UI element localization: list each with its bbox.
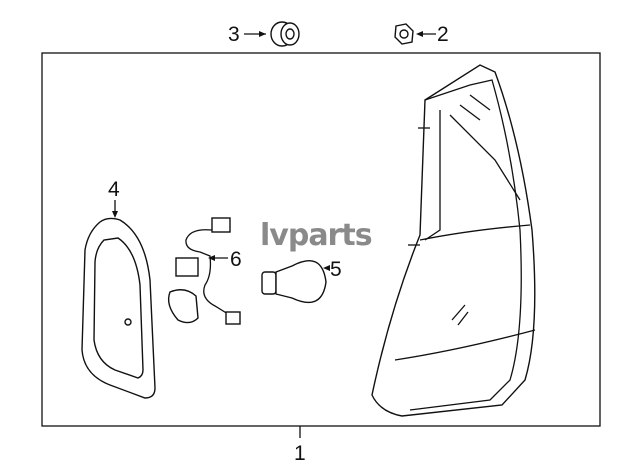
bulb-part [261,260,327,304]
gasket-part [81,217,156,399]
svg-text:3: 3 [228,23,240,46]
callout-4[interactable]: 4 [108,178,120,218]
callout-3[interactable]: 3 [228,23,266,46]
nut-part [394,23,414,45]
callout-6[interactable]: 6 [208,248,242,271]
svg-text:4: 4 [108,178,120,201]
grommet-part [270,21,300,47]
watermark-logo: lvparts [260,218,372,253]
callout-5[interactable]: 5 [323,258,342,281]
lamp-assembly-part [371,64,536,417]
svg-text:1: 1 [294,442,306,465]
assembly-frame [41,52,601,427]
callout-1[interactable]: 1 [294,426,306,465]
svg-text:2: 2 [437,23,449,46]
socket-wire-part [167,217,241,325]
svg-text:6: 6 [230,248,242,271]
svg-text:5: 5 [330,258,342,281]
callout-2[interactable]: 2 [416,23,449,46]
